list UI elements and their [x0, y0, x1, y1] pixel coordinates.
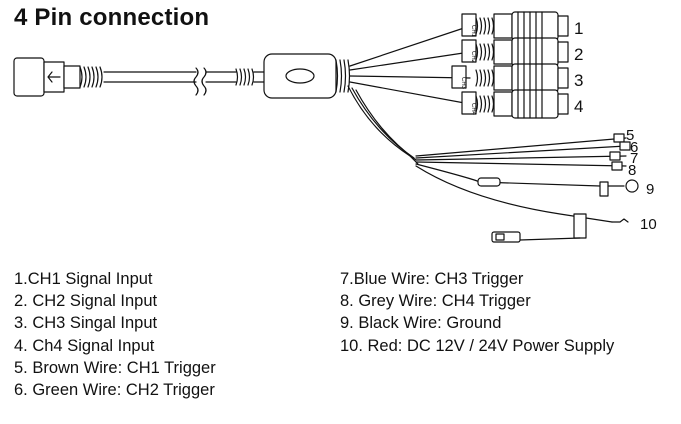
trigger-wire-bundle — [347, 85, 631, 171]
legend-item-1: 1.CH1 Signal Input — [14, 270, 153, 288]
connector-label-3: 3 — [574, 71, 583, 90]
connector-label-2: 2 — [574, 45, 583, 64]
legend-item-2: 2. CH2 Signal Input — [14, 292, 158, 311]
trigger-label-6: 6 — [630, 139, 638, 156]
wiring-diagram: CH1 CH2 CH3 CH4 1 2 3 4 5 6 — [13, 11, 657, 243]
legend-item-9: 9. Black Wire: Ground — [340, 314, 502, 333]
legend-left-column: 1.CH1 Signal Input 2. CH2 Signal Input 3… — [14, 268, 216, 401]
connector-label-4: 4 — [574, 97, 583, 116]
signal-connector-4 — [461, 89, 569, 119]
signal-connector-3 — [451, 63, 569, 93]
page-title: 4 Pin connection — [14, 4, 210, 31]
connector-tag-1: CH1 — [470, 25, 476, 38]
legend-item-5: 5. Brown Wire: CH1 Trigger — [14, 358, 216, 377]
connector-tag-4: CH4 — [470, 103, 476, 116]
ground-label-9: 9 — [646, 181, 654, 198]
legend-right-column: 7.Blue Wire: CH3 Trigger 8. Grey Wire: C… — [340, 268, 614, 357]
legend-item-10: 10. Red: DC 12V / 24V Power Supply — [340, 336, 615, 355]
main-cable — [103, 67, 265, 96]
power-wire — [415, 165, 629, 243]
trigger-label-8: 8 — [628, 162, 636, 179]
legend-item-6: 6. Green Wire: CH2 Trigger — [14, 380, 215, 399]
ground-wire — [415, 163, 639, 197]
legend-item-8: 8. Grey Wire: CH4 Trigger — [340, 292, 531, 311]
trigger-label-7: 7 — [630, 150, 638, 167]
signal-wires — [349, 25, 471, 105]
connector-tag-3: CH3 — [460, 77, 466, 90]
splitter-block — [263, 53, 351, 99]
legend-item-4: 4. Ch4 Signal Input — [14, 336, 155, 355]
signal-connector-1 — [461, 11, 569, 41]
connector-label-1: 1 — [574, 19, 583, 38]
connector-tag-2: CH2 — [470, 51, 476, 64]
legend-item-3: 3. CH3 Singal Input — [14, 314, 158, 333]
power-label-10: 10 — [640, 216, 657, 233]
signal-connector-2 — [461, 37, 569, 67]
trigger-label-5: 5 — [626, 127, 634, 144]
main-connector-plug — [13, 57, 103, 97]
legend-item-7: 7.Blue Wire: CH3 Trigger — [340, 270, 524, 288]
